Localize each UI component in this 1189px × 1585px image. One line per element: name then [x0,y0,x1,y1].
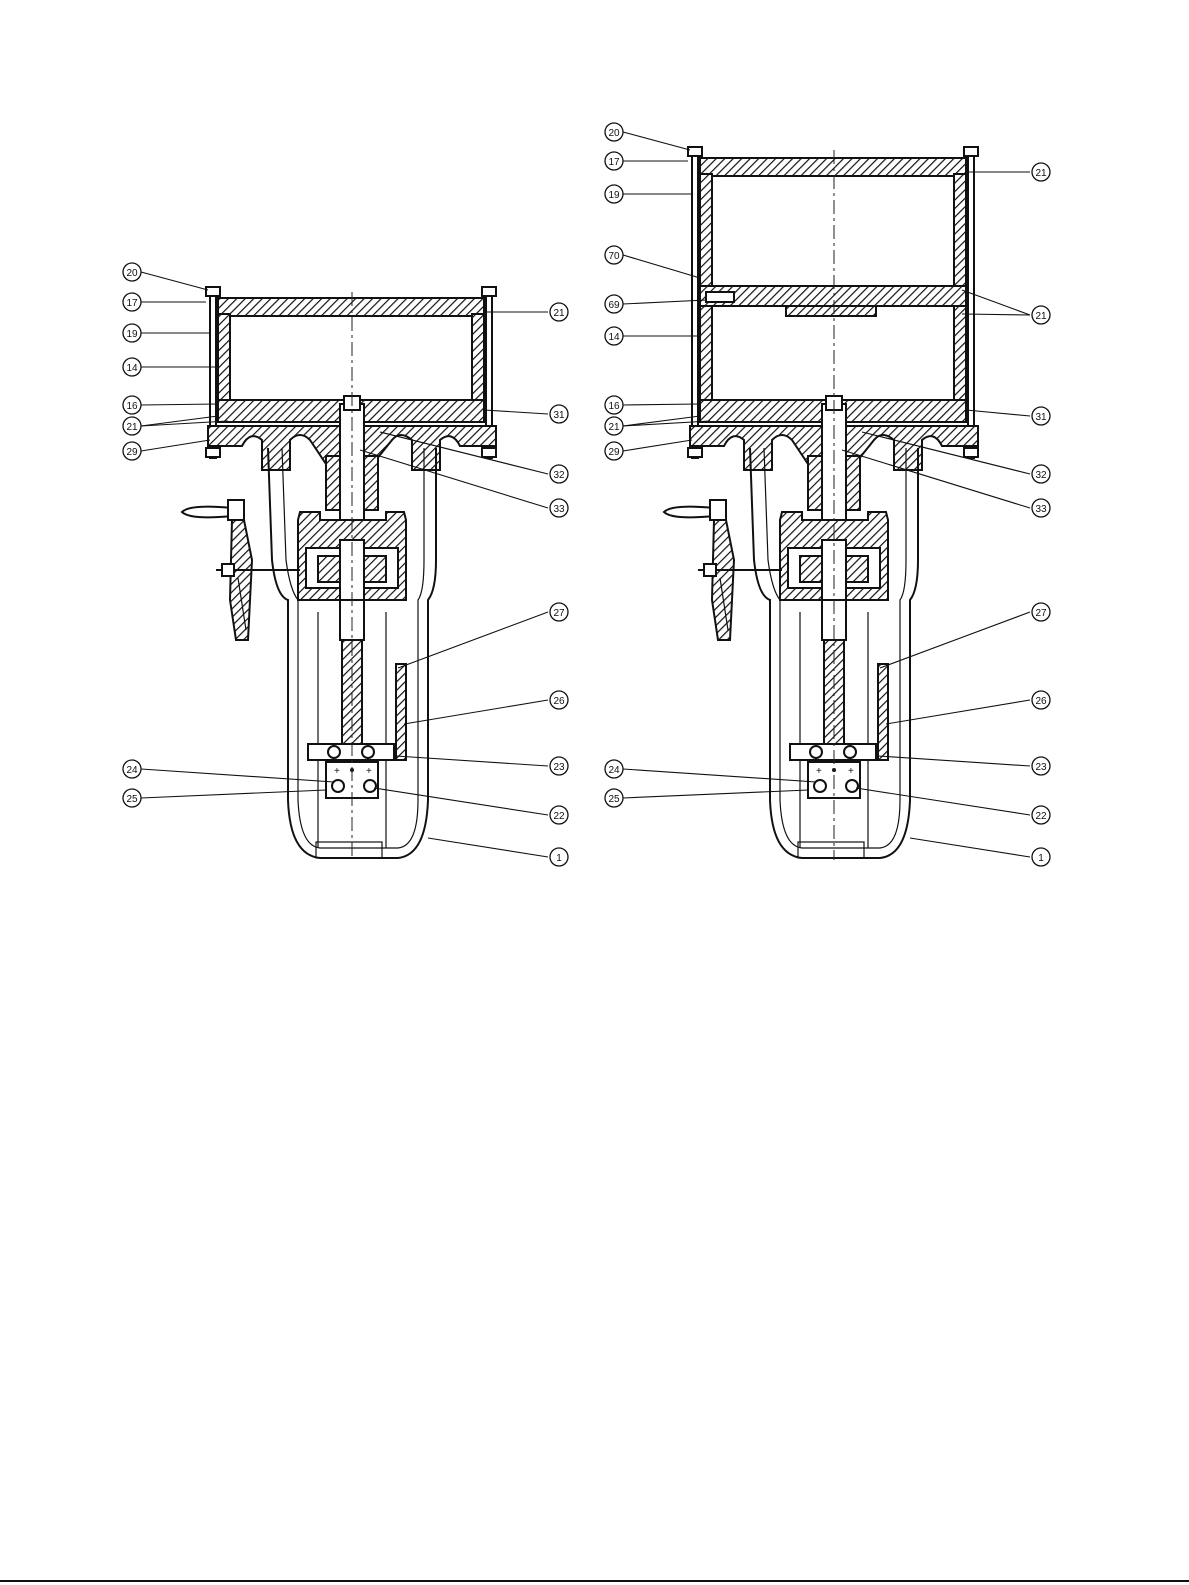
callout-25: 25 [123,789,141,807]
svg-text:17: 17 [608,157,620,168]
svg-text:69: 69 [608,300,620,311]
svg-text:14: 14 [608,332,620,343]
svg-text:23: 23 [553,762,565,773]
callout-22: 22 [550,806,568,824]
indicator-scale [396,664,406,760]
cylinder-wall-right [472,314,484,402]
svg-text:16: 16 [608,401,620,412]
callout-23: 23 [550,757,568,775]
stem-connector [308,744,394,760]
callout-19: 19 [123,324,141,342]
svg-text:21: 21 [1035,311,1047,322]
svg-text:+: + [816,766,822,777]
svg-text:27: 27 [1035,608,1047,619]
callout-14: 14 [123,358,141,376]
svg-text:+: + [848,766,854,777]
svg-text:26: 26 [1035,696,1047,707]
svg-text:29: 29 [126,447,138,458]
top-cover [700,158,966,176]
callout-24: 24 [605,760,623,778]
tie-rod-right [968,148,974,458]
single-cylinder-actuator-drawing: + + 20 17 19 1 [123,263,568,866]
callout-27: 27 [1032,603,1050,621]
callout-26: 26 [550,691,568,709]
callout-26: 26 [1032,691,1050,709]
svg-text:1: 1 [1038,853,1044,864]
svg-text:21: 21 [553,308,565,319]
callout-33: 33 [1032,499,1050,517]
svg-text:32: 32 [553,470,565,481]
svg-text:21: 21 [126,422,138,433]
svg-text:19: 19 [608,190,620,201]
callout-16: 16 [123,396,141,414]
callout-29: 29 [605,442,623,460]
svg-text:22: 22 [1035,811,1047,822]
callout-21: 21 [1032,306,1050,324]
svg-text:27: 27 [553,608,565,619]
callout-69: 69 [605,295,623,313]
svg-text:31: 31 [553,410,565,421]
svg-text:20: 20 [126,268,138,279]
svg-text:25: 25 [608,794,620,805]
callout-1: 1 [550,848,568,866]
svg-text:20: 20 [608,128,620,139]
svg-text:70: 70 [608,251,620,262]
callout-21: 21 [123,417,141,435]
callout-17: 17 [123,293,141,311]
callout-70: 70 [605,246,623,264]
handwheel [664,500,782,640]
svg-text:33: 33 [553,504,565,515]
callout-31: 31 [550,405,568,423]
callout-27: 27 [550,603,568,621]
handwheel [182,500,300,640]
cylinder-wall-left [218,314,230,402]
svg-text:14: 14 [126,363,138,374]
svg-text:33: 33 [1035,504,1047,515]
callout-20: 20 [123,263,141,281]
callout-33: 33 [550,499,568,517]
svg-text:24: 24 [608,765,620,776]
svg-text:32: 32 [1035,470,1047,481]
callout-20: 20 [605,123,623,141]
callout-1: 1 [1032,848,1050,866]
callout-21: 21 [550,303,568,321]
svg-text:16: 16 [126,401,138,412]
svg-text:29: 29 [608,447,620,458]
callout-21: 21 [1032,163,1050,181]
svg-text:19: 19 [126,329,138,340]
callout-22: 22 [1032,806,1050,824]
callout-32: 32 [1032,465,1050,483]
svg-text:17: 17 [126,298,138,309]
page-bottom-rule [0,1580,1189,1582]
callout-16: 16 [605,396,623,414]
callout-31: 31 [1032,407,1050,425]
callout-14: 14 [605,327,623,345]
middle-piston [700,286,966,306]
svg-text:22: 22 [553,811,565,822]
callout-32: 32 [550,465,568,483]
callout-19: 19 [605,185,623,203]
svg-text:21: 21 [1035,168,1047,179]
callout-29: 29 [123,442,141,460]
svg-text:31: 31 [1035,412,1047,423]
svg-text:24: 24 [126,765,138,776]
double-cylinder-actuator-drawing: + + 20 [605,123,1050,866]
top-cover [218,298,484,316]
svg-text:26: 26 [553,696,565,707]
callout-24: 24 [123,760,141,778]
svg-text:+: + [366,766,372,777]
callout-21: 21 [605,417,623,435]
svg-text:21: 21 [608,422,620,433]
callout-17: 17 [605,152,623,170]
svg-text:+: + [334,766,340,777]
svg-text:23: 23 [1035,762,1047,773]
svg-text:1: 1 [556,853,562,864]
callout-25: 25 [605,789,623,807]
tie-rod-left [692,148,698,458]
callout-23: 23 [1032,757,1050,775]
svg-text:25: 25 [126,794,138,805]
